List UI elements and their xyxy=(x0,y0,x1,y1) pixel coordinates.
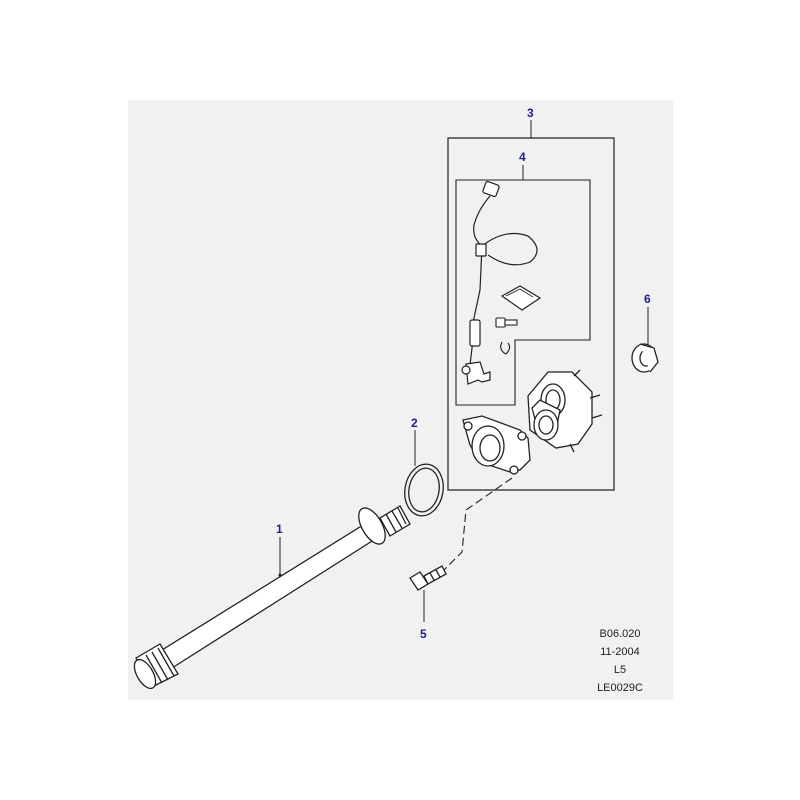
bearing-housing xyxy=(462,415,531,475)
reference-illustration: LE0029C xyxy=(597,682,643,694)
kit-outline-3 xyxy=(447,137,615,491)
o-ring xyxy=(404,463,444,517)
axle-shaft xyxy=(133,505,411,690)
callout-6: 6 xyxy=(644,292,651,306)
reference-date: 11-2004 xyxy=(600,646,640,658)
grease-sachet xyxy=(500,285,542,311)
hub-nut xyxy=(631,343,659,373)
sensor-bolt xyxy=(495,317,518,328)
reference-code: B06.020 xyxy=(599,628,641,640)
reference-model: L5 xyxy=(613,664,627,676)
callout-1: 1 xyxy=(276,522,283,536)
callout-2: 2 xyxy=(411,416,418,430)
sensor-clip xyxy=(500,341,511,355)
callout-5: 5 xyxy=(420,627,427,641)
abs-sensor xyxy=(461,180,538,385)
hub-bolt xyxy=(409,565,447,591)
callout-4: 4 xyxy=(519,150,526,164)
assembly-dashline xyxy=(439,477,513,575)
kit-outline-4 xyxy=(455,179,591,406)
wheel-hub xyxy=(527,369,603,453)
reference-block: B06.020 11-2004 L5 LE0029C xyxy=(580,625,660,697)
callout-3: 3 xyxy=(527,106,534,120)
